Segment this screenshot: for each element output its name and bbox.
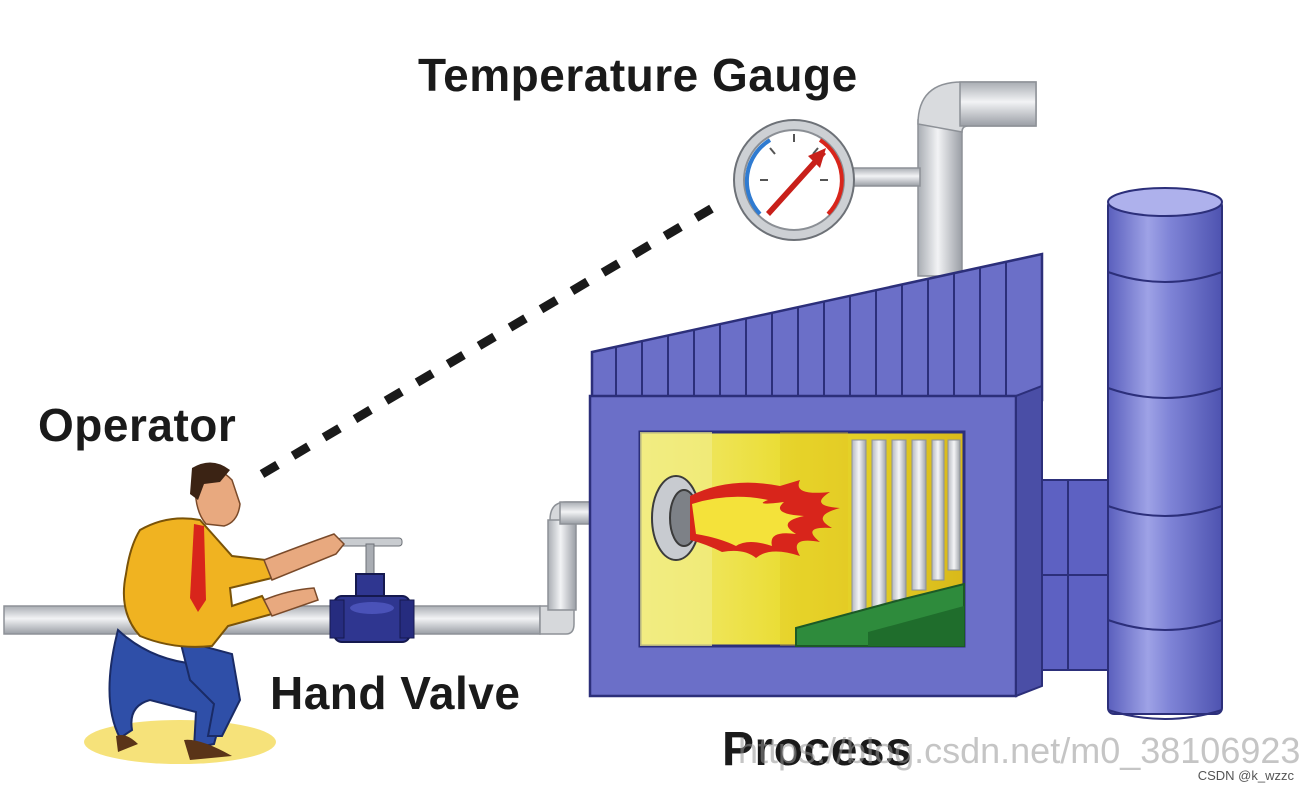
gauge-stem-pipe <box>847 81 1037 277</box>
operator-label: Operator <box>38 399 237 451</box>
sight-line <box>259 196 729 478</box>
temperature-gauge-icon <box>733 119 855 241</box>
process-furnace <box>588 252 1044 698</box>
temperature-gauge-label: Temperature Gauge <box>418 49 858 101</box>
csdn-watermark: CSDN @k_wzzc <box>1197 768 1294 783</box>
flame-icon <box>690 480 840 558</box>
hand-valve-label: Hand Valve <box>270 667 521 719</box>
operator-figure <box>84 462 346 764</box>
exhaust-stack <box>1023 187 1223 720</box>
tube-bank <box>795 439 965 647</box>
hand-valve-icon <box>329 537 415 643</box>
process-label: Process <box>722 723 913 776</box>
roof-ribs <box>615 262 1007 396</box>
url-watermark: https://blog.csdn.net/m0_38106923 <box>738 730 1301 771</box>
